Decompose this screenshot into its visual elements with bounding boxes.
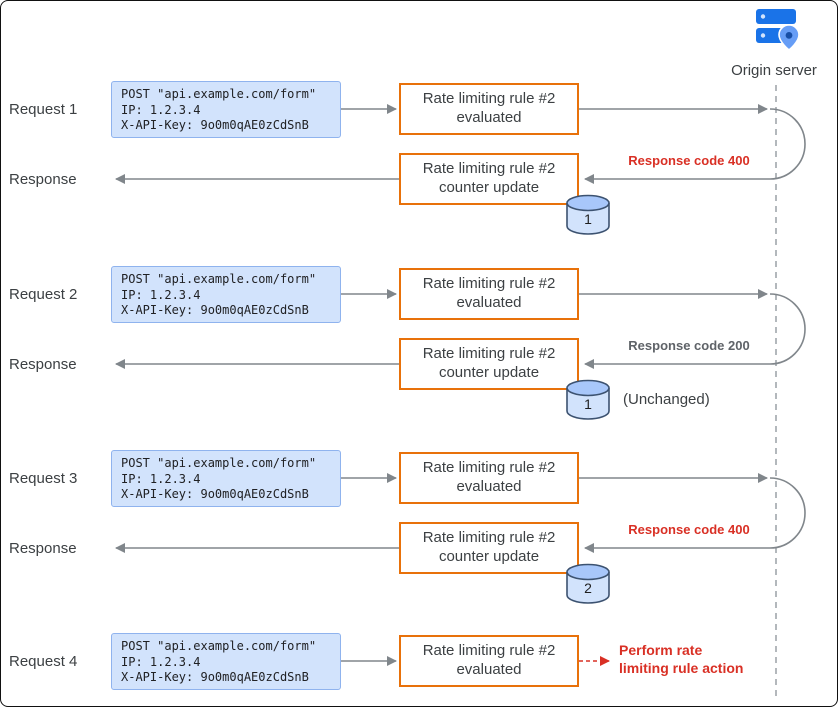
request-1-label: Request 1 bbox=[9, 101, 78, 118]
counter-db-1: 1 bbox=[565, 193, 611, 237]
payload-method-line: POST "api.example.com/form" bbox=[121, 272, 317, 286]
request-1-payload-box: POST "api.example.com/form" IP: 1.2.3.4 … bbox=[111, 81, 341, 138]
response-3-label: Response bbox=[9, 540, 77, 557]
request-2-payload-box: POST "api.example.com/form" IP: 1.2.3.4 … bbox=[111, 266, 341, 323]
rate-limit-action-note: Perform rate limiting rule action bbox=[619, 641, 743, 677]
counter-update-box-2: Rate limiting rule #2 counter update bbox=[399, 338, 579, 390]
request-3-payload-box: POST "api.example.com/form" IP: 1.2.3.4 … bbox=[111, 450, 341, 507]
counter-update-label: Rate limiting rule #2 counter update bbox=[422, 529, 556, 565]
rule-evaluated-label: Rate limiting rule #2 evaluated bbox=[422, 459, 556, 495]
counter-update-box-1: Rate limiting rule #2 counter update bbox=[399, 153, 579, 205]
rule-evaluated-box-1: Rate limiting rule #2 evaluated bbox=[399, 83, 579, 135]
payload-apikey-line: X-API-Key: 9o0m0qAE0zCdSnB bbox=[121, 487, 309, 502]
database-icon bbox=[566, 563, 610, 604]
response-code-3: Response code 400 bbox=[628, 522, 750, 537]
rule-evaluated-label: Rate limiting rule #2 evaluated bbox=[422, 642, 556, 678]
response-1-label: Response bbox=[9, 171, 77, 188]
counter-value-1: 1 bbox=[584, 211, 592, 227]
payload-apikey-line: X-API-Key: 9o0m0qAE0zCdSnB bbox=[121, 118, 309, 133]
database-icon bbox=[566, 379, 610, 420]
origin1-turnaround-curve bbox=[769, 108, 806, 180]
database-icon bbox=[566, 194, 610, 235]
rule-evaluated-box-2: Rate limiting rule #2 evaluated bbox=[399, 268, 579, 320]
response-code-1: Response code 400 bbox=[628, 153, 750, 168]
counter-update-box-3: Rate limiting rule #2 counter update bbox=[399, 522, 579, 574]
rule-evaluated-box-3: Rate limiting rule #2 evaluated bbox=[399, 452, 579, 504]
payload-apikey-line: X-API-Key: 9o0m0qAE0zCdSnB bbox=[121, 670, 309, 685]
request-4-label: Request 4 bbox=[9, 653, 78, 670]
payload-apikey-line: X-API-Key: 9o0m0qAE0zCdSnB bbox=[121, 303, 309, 318]
response-2-label: Response bbox=[9, 356, 77, 373]
origin2-turnaround-curve bbox=[769, 293, 806, 365]
payload-ip-line: IP: 1.2.3.4 bbox=[121, 287, 201, 302]
origin-server-label: Origin server bbox=[731, 62, 817, 79]
payload-ip-line: IP: 1.2.3.4 bbox=[121, 471, 201, 486]
payload-method-line: POST "api.example.com/form" bbox=[121, 87, 317, 101]
counter-update-label: Rate limiting rule #2 counter update bbox=[422, 160, 556, 196]
counter-db-3: 2 bbox=[565, 562, 611, 606]
payload-ip-line: IP: 1.2.3.4 bbox=[121, 102, 201, 117]
counter-update-label: Rate limiting rule #2 counter update bbox=[422, 345, 556, 381]
rule-evaluated-box-4: Rate limiting rule #2 evaluated bbox=[399, 635, 579, 687]
counter-db-2: 1 bbox=[565, 378, 611, 422]
counter-value-3: 2 bbox=[584, 580, 592, 596]
payload-method-line: POST "api.example.com/form" bbox=[121, 639, 317, 653]
request-4-payload-box: POST "api.example.com/form" IP: 1.2.3.4 … bbox=[111, 633, 341, 690]
rule-evaluated-label: Rate limiting rule #2 evaluated bbox=[422, 90, 556, 126]
origin-server-icon bbox=[756, 9, 800, 52]
request-3-label: Request 3 bbox=[9, 470, 78, 487]
origin3-turnaround-curve bbox=[769, 477, 806, 549]
response-code-2: Response code 200 bbox=[628, 338, 750, 353]
rule-evaluated-label: Rate limiting rule #2 evaluated bbox=[422, 275, 556, 311]
counter-unchanged-note: (Unchanged) bbox=[623, 391, 710, 408]
action-note-line1: Perform rate bbox=[619, 642, 703, 658]
action-note-line2: limiting rule action bbox=[619, 660, 744, 676]
payload-ip-line: IP: 1.2.3.4 bbox=[121, 654, 201, 669]
counter-value-2: 1 bbox=[584, 396, 592, 412]
request-2-label: Request 2 bbox=[9, 286, 78, 303]
payload-method-line: POST "api.example.com/form" bbox=[121, 456, 317, 470]
